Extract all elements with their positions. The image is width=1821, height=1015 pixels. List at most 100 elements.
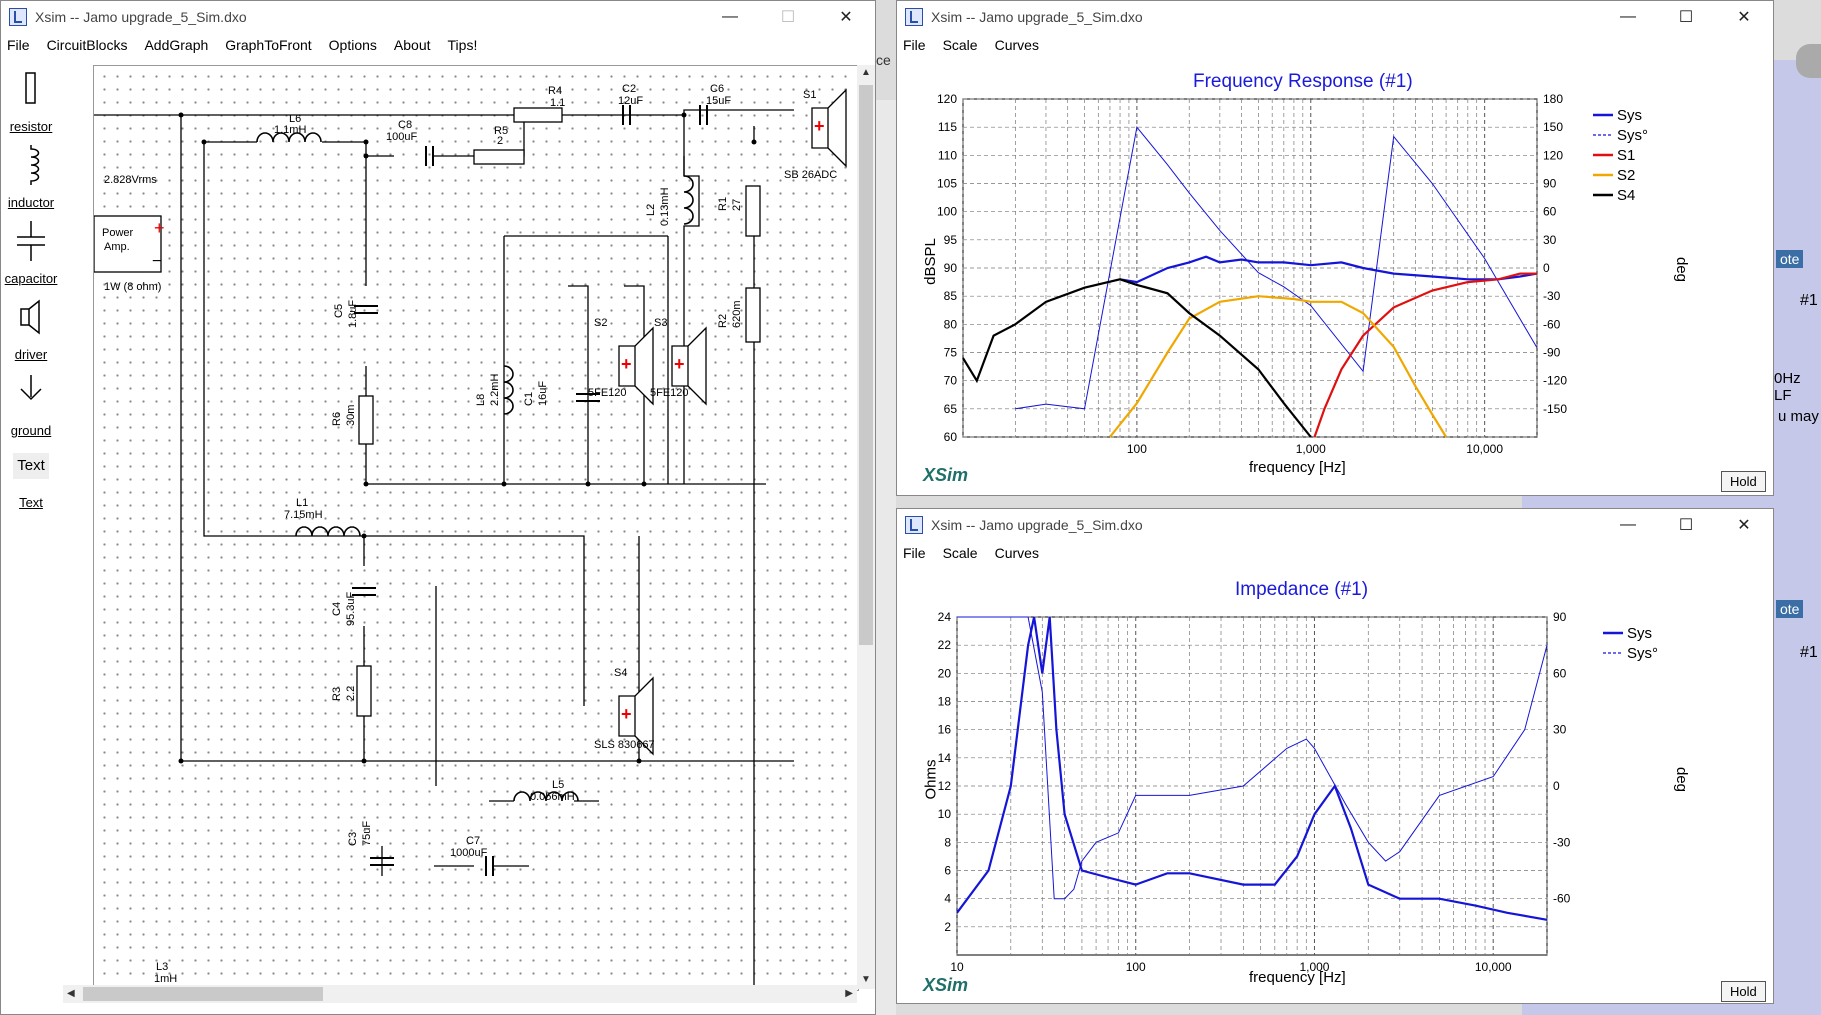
y-tick-label: 100 (937, 205, 957, 219)
menu-file[interactable]: File (903, 545, 926, 561)
background-fragment: #1 (1800, 644, 1818, 661)
driver-s1 (811, 88, 847, 168)
scroll-left-icon[interactable]: ◀ (67, 988, 75, 999)
c7-value: 1000uF (450, 847, 488, 859)
close-button[interactable]: ✕ (1737, 9, 1751, 26)
menu-file[interactable]: File (903, 37, 926, 53)
y-tick-label: 2 (944, 920, 951, 934)
y-tick-label: 24 (938, 610, 952, 624)
x-axis-label: frequency [Hz] (1249, 459, 1346, 476)
y2-tick-label: -30 (1553, 835, 1571, 849)
y-tick-label: 22 (938, 638, 952, 652)
s4-name: S4 (614, 667, 627, 679)
menu-options[interactable]: Options (328, 37, 377, 53)
amp-plus-icon: + (154, 218, 165, 238)
hold-button[interactable]: Hold (1721, 471, 1766, 492)
y-tick-label: 75 (944, 346, 958, 360)
frequency-response-window: Xsim -- Jamo upgrade_5_Sim.dxo — ☐ ✕ Fil… (896, 0, 1774, 496)
y-tick-label: 85 (944, 289, 958, 303)
palette-resistor[interactable]: resistor (1, 67, 61, 137)
minimize-button[interactable]: — (1620, 8, 1636, 25)
scroll-down-icon[interactable]: ▼ (861, 974, 871, 985)
maximize-button[interactable]: ☐ (1678, 9, 1694, 26)
l5-name: L5 (552, 779, 564, 791)
menu-about[interactable]: About (393, 37, 431, 53)
text-tool-icon: Text (13, 453, 49, 479)
palette-inductor[interactable]: inductor (1, 143, 61, 213)
c2-value: 12uF (618, 95, 643, 107)
legend-label: Sys° (1617, 127, 1648, 144)
palette-ground[interactable]: ground (1, 371, 61, 441)
resistor-r3 (356, 665, 372, 717)
c8-name: C8 (398, 119, 412, 131)
xsim-brand: XSim (923, 975, 969, 995)
y2-tick-label: 0 (1553, 779, 1560, 793)
scroll-thumb-horizontal[interactable] (83, 987, 323, 1001)
palette-capacitor[interactable]: capacitor (1, 219, 61, 289)
driver-s4 (618, 676, 654, 756)
amp-load-label: 1W (8 ohm) (104, 281, 161, 293)
y-tick-label: 10 (938, 807, 952, 821)
y2-tick-label: 180 (1543, 92, 1563, 106)
frequency-response-chart[interactable]: 1201151101051009590858075706560180150120… (897, 57, 1773, 496)
amp-name-label: Power (102, 227, 134, 239)
palette-ground-label: ground (10, 423, 52, 438)
wire-bottom-branch (365, 444, 766, 485)
close-button[interactable]: ✕ (839, 9, 853, 26)
menu-file[interactable]: File (7, 37, 30, 53)
junction-dot (361, 758, 367, 764)
hold-button[interactable]: Hold (1721, 981, 1766, 1002)
menu-addgraph[interactable]: AddGraph (144, 37, 209, 53)
background-avatar (1796, 44, 1821, 78)
y-tick-label: 12 (938, 779, 952, 793)
scroll-right-icon[interactable]: ▶ (845, 988, 853, 999)
menu-graphtofront[interactable]: GraphToFront (225, 37, 312, 53)
l1-value: 7.15mH (284, 509, 323, 521)
imp-menubar: File Scale Curves (897, 541, 1773, 565)
series-sys-line (1015, 126, 1538, 410)
palette-inductor-label: inductor (7, 195, 55, 210)
maximize-button[interactable]: ☐ (780, 9, 796, 26)
power-amp-block (94, 215, 162, 273)
menu-tips[interactable]: Tips! (447, 37, 478, 53)
junction-dot (178, 112, 184, 118)
driver-s4-plus-icon: + (621, 704, 632, 724)
imp-titlebar[interactable]: Xsim -- Jamo upgrade_5_Sim.dxo — ☐ ✕ (897, 509, 1773, 541)
schematic-vertical-scrollbar[interactable]: ▲ ▼ (857, 65, 875, 989)
y2-tick-label: 30 (1543, 233, 1557, 247)
palette-text[interactable]: Text Text (1, 447, 61, 517)
palette-driver[interactable]: driver (1, 295, 61, 365)
minimize-button[interactable]: — (722, 8, 738, 25)
menu-curves[interactable]: Curves (994, 37, 1039, 53)
x-tick-label: 1,000 (1296, 442, 1326, 456)
legend-label: Sys° (1627, 645, 1658, 662)
menu-scale[interactable]: Scale (942, 545, 978, 561)
schematic-titlebar[interactable]: Xsim -- Jamo upgrade_5_Sim.dxo — ☐ ✕ (1, 1, 875, 33)
background-fragment: ce (876, 52, 891, 68)
menu-curves[interactable]: Curves (994, 545, 1039, 561)
l8-value: 2.2mH (489, 374, 501, 406)
junction-dot (501, 481, 507, 487)
maximize-button[interactable]: ☐ (1678, 517, 1694, 534)
schematic-horizontal-scrollbar[interactable]: ◀ ▶ (63, 985, 857, 1003)
fr-titlebar[interactable]: Xsim -- Jamo upgrade_5_Sim.dxo — ☐ ✕ (897, 1, 1773, 33)
c5-value: 1.8uF (347, 300, 359, 328)
c6-name: C6 (710, 83, 724, 95)
close-button[interactable]: ✕ (1737, 517, 1751, 534)
y-tick-label: 4 (944, 892, 951, 906)
y-tick-label: 95 (944, 233, 958, 247)
r4-name: R4 (548, 85, 562, 97)
c2-name: C2 (622, 83, 636, 95)
scroll-thumb[interactable] (859, 85, 873, 645)
minimize-button[interactable]: — (1620, 516, 1636, 533)
menu-scale[interactable]: Scale (942, 37, 978, 53)
driver-icon (20, 299, 40, 335)
y-tick-label: 16 (938, 723, 952, 737)
wire-l2-branch (683, 115, 700, 484)
scroll-up-icon[interactable]: ▲ (861, 67, 871, 78)
menu-circuitblocks[interactable]: CircuitBlocks (46, 37, 128, 53)
r1-value: 27 (731, 199, 743, 211)
